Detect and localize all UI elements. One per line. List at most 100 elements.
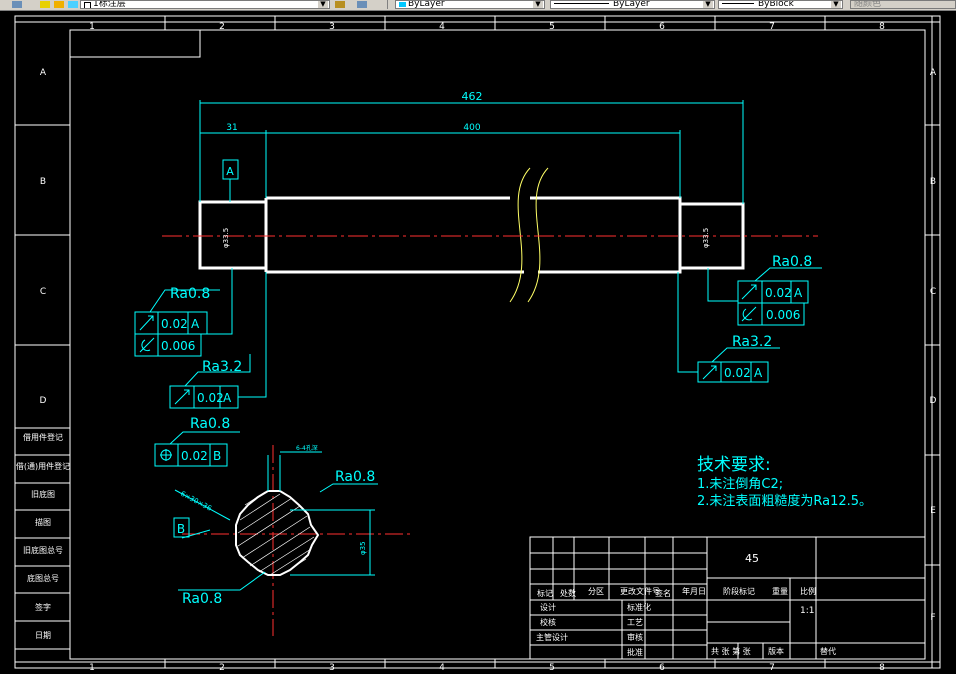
zone-ticks-right: [925, 16, 940, 668]
side-table-label: 借(通)用件登记: [16, 461, 70, 471]
layer-select[interactable]: 1标注层 ▼: [80, 0, 330, 9]
lineweight-value: ByBlock: [758, 0, 794, 9]
cyl-left: 0.006: [161, 339, 195, 353]
dim-left: 31: [226, 123, 237, 133]
datum-b-label: B: [177, 522, 185, 536]
datum-b-box[interactable]: [173, 517, 190, 538]
runout-arrow-icon: [741, 284, 757, 300]
zone-row-left: D: [40, 396, 47, 406]
roughness-5: Ra3.2: [732, 334, 772, 350]
zone-col-bottom: 7: [769, 663, 775, 673]
zone-col-top: 5: [549, 22, 555, 32]
zone-row-right: E: [930, 506, 936, 516]
zone-col-top: 1: [89, 22, 95, 32]
position-frame[interactable]: [154, 431, 240, 467]
tolerance-frame-right[interactable]: [707, 267, 822, 326]
zone-row-right: F: [930, 613, 935, 623]
roughness-3: Ra0.8: [190, 416, 230, 432]
color-select[interactable]: ByLayer ▼: [395, 0, 545, 9]
layer-sun-icon[interactable]: [54, 1, 64, 8]
tb-signature: 签名: [655, 588, 671, 598]
title-block: [529, 536, 926, 660]
roughness-2: Ra3.2: [202, 359, 242, 375]
tech-title: 技术要求:: [697, 455, 771, 475]
shaft-outline[interactable]: [198, 196, 745, 274]
runout-left: 0.02: [161, 317, 188, 331]
tb-standardize: 标准化: [627, 602, 651, 612]
chevron-down-icon[interactable]: ▼: [533, 1, 543, 8]
chevron-down-icon[interactable]: ▼: [318, 1, 328, 8]
tb-approve: 批准: [627, 647, 643, 657]
color-value: ByLayer: [408, 0, 445, 9]
tech-line1: 1.未注倒角C2;: [697, 477, 783, 492]
tb-version: 版本: [768, 646, 784, 656]
zone-col-bottom: 2: [219, 663, 225, 673]
dim-overall: 462: [462, 90, 483, 103]
sheet-inner-border: [69, 29, 926, 660]
zone-col-bottom: 4: [439, 663, 445, 673]
zone-col-top: 8: [879, 22, 885, 32]
side-table-label: 日期: [35, 631, 51, 640]
zone-col-top: 3: [329, 22, 335, 32]
layer-name: 1标注层: [93, 0, 126, 9]
tolerance-frame-left[interactable]: [134, 268, 233, 357]
side-table-label: 描图: [35, 517, 51, 527]
tolerance-frame-left2[interactable]: [169, 272, 267, 409]
dim-main: 400: [463, 123, 480, 133]
tolerance-frame-right2[interactable]: [677, 272, 780, 383]
section-dims: [174, 451, 378, 591]
tb-date: 年月日: [682, 586, 706, 596]
cyl-right: 0.006: [766, 308, 800, 322]
tb-process: 工艺: [627, 618, 643, 627]
linetype-preview-icon: [554, 3, 609, 4]
runout-left-ref: A: [191, 317, 200, 331]
side-table-label: 签字: [35, 602, 51, 612]
runout-right: 0.02: [765, 286, 792, 300]
cylindricity-icon: [139, 337, 155, 353]
section-centerlines: [182, 445, 412, 636]
zone-row-right: A: [930, 68, 937, 78]
keyway-dim: 6-4孔深: [296, 444, 318, 452]
color-swatch-icon: [399, 2, 406, 7]
linetype-select[interactable]: ByLayer ▼: [550, 0, 715, 9]
layer-color-icon[interactable]: [68, 1, 78, 8]
lineweight-preview-icon: [722, 3, 754, 4]
layer-previous-icon[interactable]: [335, 1, 345, 8]
layer-manager-icon[interactable]: [12, 1, 22, 8]
chevron-down-icon[interactable]: ▼: [703, 1, 713, 8]
runout-arrow-icon: [702, 365, 717, 380]
runout-right-ref: A: [794, 286, 803, 300]
tb-check: 校核: [540, 617, 556, 627]
zone-col-top: 7: [769, 22, 775, 32]
zone-ticks-bottom: [15, 659, 940, 668]
break-lines: [509, 167, 549, 303]
spline-section[interactable]: [235, 490, 320, 576]
zone-row-left: A: [40, 68, 47, 78]
side-table-label: 底图总号: [27, 573, 59, 583]
position-ref: B: [213, 449, 221, 463]
layer-light-icon[interactable]: [40, 1, 50, 8]
lineweight-select[interactable]: ByBlock ▼: [718, 0, 843, 9]
zone-col-top: 4: [439, 22, 445, 32]
tb-scale-value: 1:1: [800, 606, 814, 616]
zone-col-bottom: 8: [879, 663, 885, 673]
side-table-label: 旧底图总号: [23, 545, 63, 555]
zone-row-left: C: [40, 287, 46, 297]
dimension-lines: [199, 100, 744, 204]
zone-row-left: B: [40, 177, 46, 187]
tb-count: 处数: [560, 588, 576, 598]
runout-arrow-icon: [139, 315, 154, 331]
layer-states-icon[interactable]: [357, 1, 367, 8]
tb-stage-mark: 阶段标记: [723, 586, 755, 596]
zone-col-bottom: 1: [89, 663, 95, 673]
diameter-left: φ33.5: [222, 228, 230, 248]
roughness-6: Ra0.8: [335, 469, 375, 485]
spline-dim: 6×30×36: [179, 490, 213, 513]
zone-col-bottom: 3: [329, 663, 335, 673]
datum-a[interactable]: [222, 159, 239, 202]
tb-weight: 重量: [772, 586, 788, 596]
runout-right2-ref: A: [754, 366, 763, 380]
side-table-label: 旧底图: [31, 489, 55, 499]
chevron-down-icon[interactable]: ▼: [831, 1, 841, 8]
